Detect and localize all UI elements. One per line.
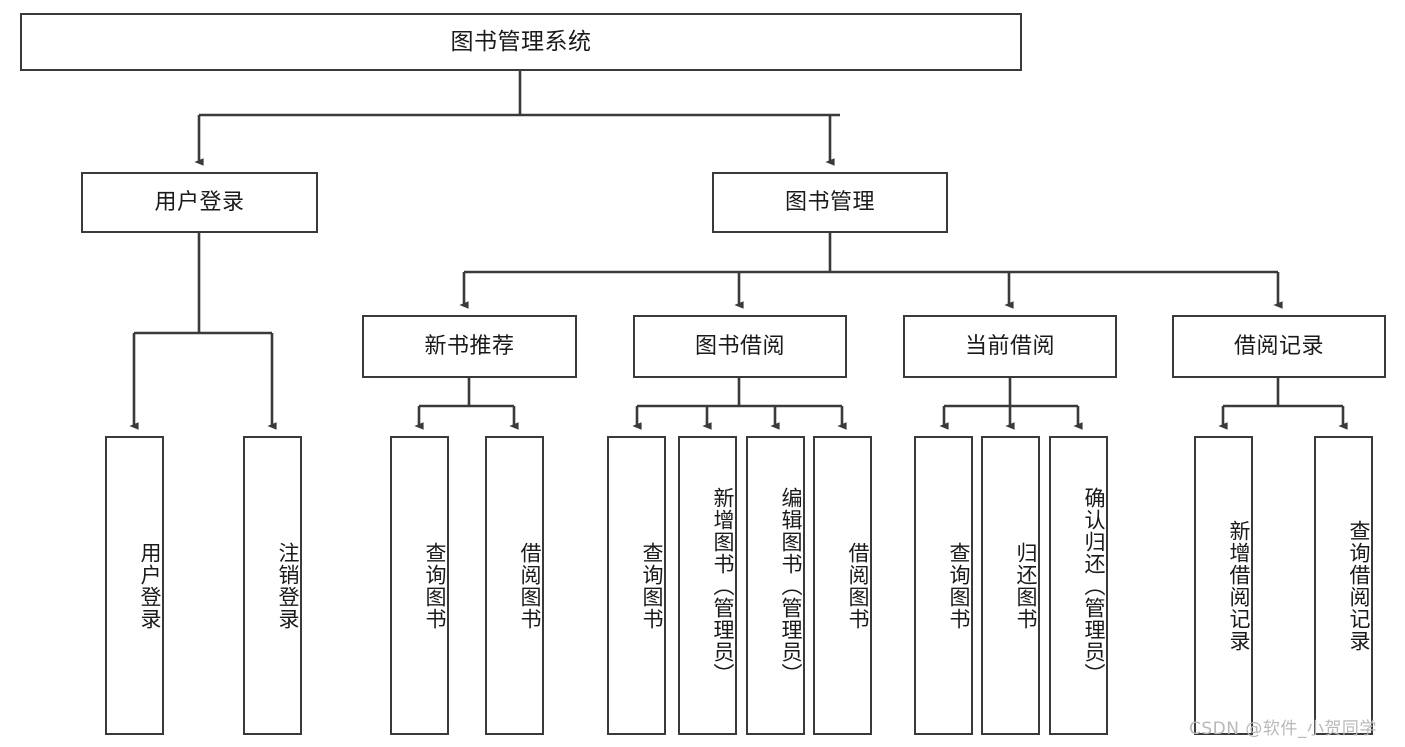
node-label: 新书推荐 — [424, 333, 515, 359]
node-user-login[interactable]: 用户登录 — [81, 172, 318, 233]
node-label: 当前借阅 — [964, 333, 1055, 359]
leaf-query-book-current[interactable]: 查询图书 — [914, 436, 973, 735]
node-current-borrow[interactable]: 当前借阅 — [903, 315, 1117, 378]
node-borrow-record[interactable]: 借阅记录 — [1172, 315, 1386, 378]
node-label: 图书借阅 — [694, 333, 785, 359]
leaf-add-borrow-record[interactable]: 新增借阅记录 — [1194, 436, 1253, 735]
leaf-borrow-book-recommend[interactable]: 借阅图书 — [485, 436, 544, 735]
leaf-label: 借阅图书 — [846, 541, 870, 630]
node-new-book-recommend[interactable]: 新书推荐 — [362, 315, 577, 378]
leaf-label: 归还图书 — [1014, 541, 1038, 630]
leaf-query-book-recommend[interactable]: 查询图书 — [390, 436, 449, 735]
leaf-logout[interactable]: 注销登录 — [243, 436, 302, 735]
node-root[interactable]: 图书管理系统 — [20, 13, 1022, 71]
leaf-label: 编辑图书（管理员） — [779, 486, 803, 685]
csdn-watermark: CSDN @软件_小贺同学 — [1189, 719, 1377, 739]
node-book-management[interactable]: 图书管理 — [712, 172, 948, 233]
leaf-return-book[interactable]: 归还图书 — [981, 436, 1040, 735]
node-root-label: 图书管理系统 — [450, 28, 592, 55]
leaf-label: 确认归还（管理员） — [1082, 486, 1106, 685]
node-label: 图书管理 — [784, 189, 875, 215]
node-label: 借阅记录 — [1233, 333, 1324, 359]
leaf-user-login[interactable]: 用户登录 — [105, 436, 164, 735]
leaf-edit-book-admin[interactable]: 编辑图书（管理员） — [746, 436, 805, 735]
leaf-borrow-book[interactable]: 借阅图书 — [813, 436, 872, 735]
leaf-label: 查询图书 — [423, 541, 447, 630]
node-book-borrow[interactable]: 图书借阅 — [633, 315, 847, 378]
leaf-query-borrow-record[interactable]: 查询借阅记录 — [1314, 436, 1373, 735]
leaf-label: 用户登录 — [138, 541, 162, 630]
leaf-add-book-admin[interactable]: 新增图书（管理员） — [678, 436, 737, 735]
leaf-label: 借阅图书 — [518, 541, 542, 630]
leaf-label: 注销登录 — [276, 541, 300, 630]
leaf-label: 查询图书 — [640, 541, 664, 630]
leaf-label: 查询图书 — [947, 541, 971, 630]
leaf-label: 新增借阅记录 — [1227, 519, 1251, 652]
leaf-label: 新增图书（管理员） — [711, 486, 735, 685]
leaf-label: 查询借阅记录 — [1347, 519, 1371, 652]
node-label: 用户登录 — [154, 189, 245, 215]
leaf-confirm-return-admin[interactable]: 确认归还（管理员） — [1049, 436, 1108, 735]
leaf-query-book[interactable]: 查询图书 — [607, 436, 666, 735]
